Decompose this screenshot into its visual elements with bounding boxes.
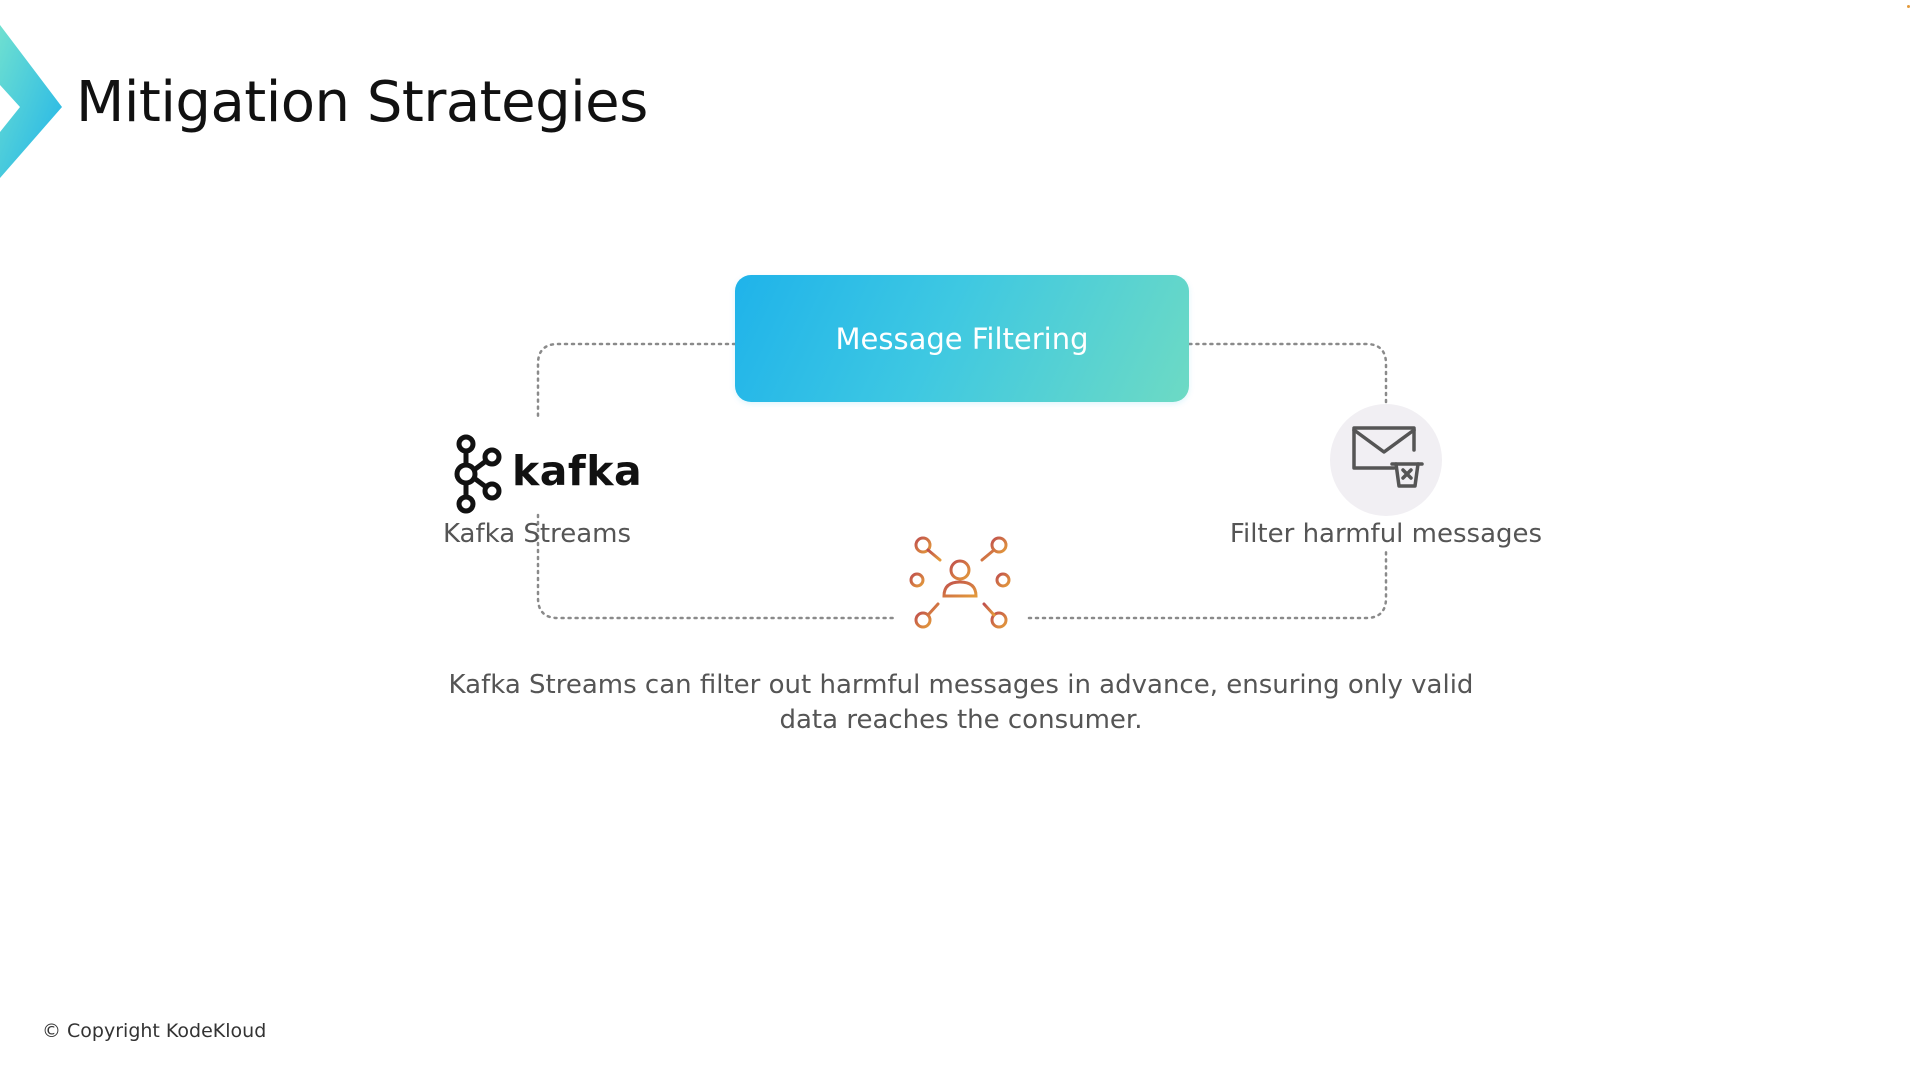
- filter-harmful-messages-label: Filter harmful messages: [1229, 519, 1543, 549]
- kafka-logo-text: kafka: [512, 447, 643, 495]
- message-filtering-label: Message Filtering: [835, 321, 1089, 356]
- slide-chevron-icon: [0, 25, 62, 178]
- kafka-logo-icon: [454, 434, 502, 514]
- corner-dot: [1907, 5, 1910, 8]
- message-filtering-box: Message Filtering: [735, 275, 1189, 402]
- description-text: Kafka Streams can filter out harmful mes…: [448, 670, 1474, 735]
- filter-icon-background: [1330, 404, 1442, 516]
- copyright-text: © Copyright KodeKloud: [42, 1020, 267, 1042]
- slide-title: Mitigation Strategies: [76, 70, 648, 135]
- mail-delete-icon: [1352, 426, 1424, 488]
- kafka-streams-label: Kafka Streams: [442, 519, 632, 549]
- user-network-icon: [909, 536, 1011, 629]
